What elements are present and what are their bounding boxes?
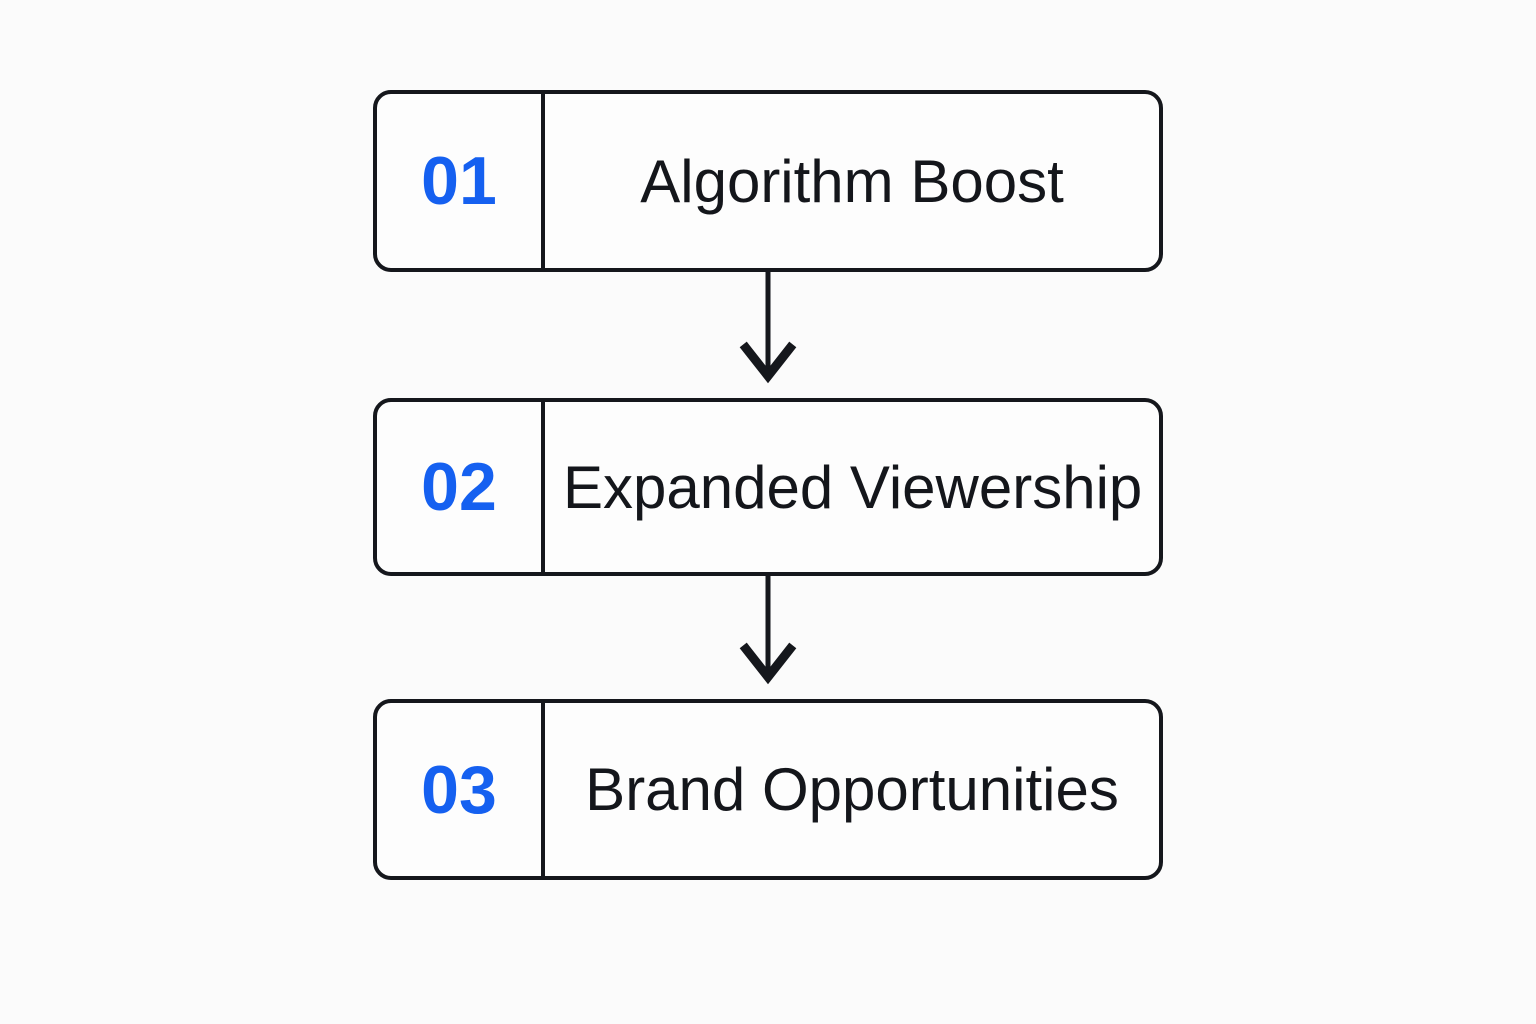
step-2-number-cell: 02	[377, 402, 545, 572]
step-2-label: Expanded Viewership	[563, 453, 1143, 521]
flow-step-2[interactable]: 02 Expanded Viewership	[373, 398, 1163, 576]
step-1-number-cell: 01	[377, 94, 545, 268]
step-3-number: 03	[421, 751, 497, 828]
step-2-label-cell: Expanded Viewership	[545, 402, 1160, 572]
flow-step-3[interactable]: 03 Brand Opportunities	[373, 699, 1163, 880]
step-3-label: Brand Opportunities	[585, 756, 1119, 823]
connector-1	[373, 272, 1163, 398]
step-2-number: 02	[421, 449, 497, 525]
down-arrow-icon	[739, 576, 797, 685]
step-1-number: 01	[421, 143, 497, 219]
flow-stack: 01 Algorithm Boost 02 Expanded Viewershi…	[373, 90, 1163, 880]
step-1-label-cell: Algorithm Boost	[545, 94, 1159, 268]
step-3-label-cell: Brand Opportunities	[545, 703, 1159, 876]
connector-2	[373, 576, 1163, 699]
step-3-number-cell: 03	[377, 703, 545, 876]
down-arrow-icon	[739, 272, 797, 384]
step-1-label: Algorithm Boost	[640, 147, 1064, 215]
flow-step-1[interactable]: 01 Algorithm Boost	[373, 90, 1163, 272]
